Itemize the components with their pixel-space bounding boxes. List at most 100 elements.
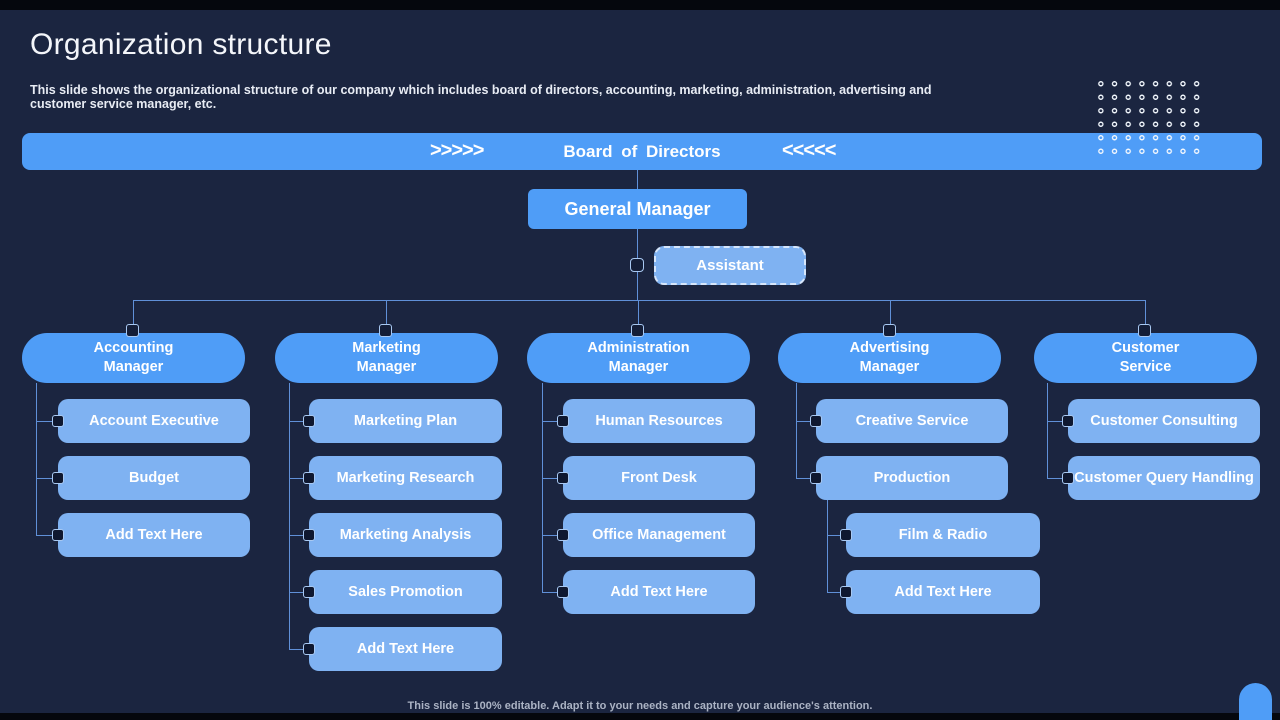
connector-square: [379, 324, 392, 337]
connector-stub-line: [36, 421, 58, 422]
connector-square: [840, 586, 852, 598]
node-marketing-analysis: Marketing Analysis: [309, 513, 502, 557]
branch-label-line1: Administration: [587, 339, 690, 356]
node-office-management: Office Management: [563, 513, 755, 557]
connector-stub-line: [542, 478, 563, 479]
connector-branch-line: [36, 383, 37, 535]
node-add-text-here: Add Text Here: [563, 570, 755, 614]
connector-square: [883, 324, 896, 337]
node-add-text-here: Add Text Here: [58, 513, 250, 557]
connector-square: [303, 472, 315, 484]
connector-stub-line: [1047, 478, 1068, 479]
branch-label-line2: Manager: [608, 359, 669, 375]
node-human-resources: Human Resources: [563, 399, 755, 443]
connector-drop-line: [638, 300, 639, 326]
chevrons-left-icon: <<<<<: [782, 139, 836, 162]
connector-square: [557, 529, 569, 541]
connector-square: [1138, 324, 1151, 337]
top-border-strip: [0, 0, 1280, 10]
node-assistant: Assistant: [654, 246, 806, 285]
connector-square: [303, 529, 315, 541]
connector-stub-line: [289, 421, 309, 422]
slide-footer-note: This slide is 100% editable. Adapt it to…: [407, 700, 873, 712]
connector-square: [810, 472, 822, 484]
slide-subtitle: This slide shows the organizational stru…: [30, 83, 932, 111]
connector-stub-line: [1047, 421, 1068, 422]
connector-branch-line: [796, 383, 797, 478]
connector-stub-line: [289, 535, 309, 536]
connector-branch-line: [827, 500, 828, 592]
node-customer-service: Customer Service: [1034, 333, 1257, 383]
connector-square: [810, 415, 822, 427]
connector-square: [840, 529, 852, 541]
node-marketing-plan: Marketing Plan: [309, 399, 502, 443]
branch-label-line2: Manager: [859, 359, 920, 375]
connector-trunk-line: [637, 170, 638, 300]
node-marketing-research: Marketing Research: [309, 456, 502, 500]
connector-stub-line: [542, 535, 563, 536]
bottom-border-strip: [0, 713, 1280, 720]
node-creative-service: Creative Service: [816, 399, 1008, 443]
connector-drop-line: [386, 300, 387, 326]
assistant-connector-square: [630, 258, 644, 272]
connector-stub-line: [542, 592, 563, 593]
connector-stub-line: [827, 592, 846, 593]
connector-square: [52, 472, 64, 484]
node-marketing-manager: Marketing Manager: [275, 333, 498, 383]
connector-stub-line: [36, 535, 58, 536]
connector-branch-line: [289, 383, 290, 649]
connector-branch-line: [1047, 383, 1048, 478]
node-customer-consulting: Customer Consulting: [1068, 399, 1260, 443]
connector-drop-line: [133, 300, 134, 326]
connector-drop-line: [890, 300, 891, 326]
node-account-executive: Account Executive: [58, 399, 250, 443]
connector-stub-line: [542, 421, 563, 422]
branch-label-line1: Advertising: [849, 339, 930, 356]
connector-stub-line: [796, 421, 816, 422]
node-sales-promotion: Sales Promotion: [309, 570, 502, 614]
node-production: Production: [816, 456, 1008, 500]
connector-square: [303, 586, 315, 598]
connector-square: [1062, 415, 1074, 427]
branch-label-line2: Manager: [103, 359, 164, 375]
connector-square: [52, 415, 64, 427]
chevrons-right-icon: >>>>>: [430, 139, 484, 162]
connector-horizontal-line: [133, 300, 1145, 301]
node-film-and-radio: Film & Radio: [846, 513, 1040, 557]
connector-square: [52, 529, 64, 541]
connector-square: [303, 643, 315, 655]
node-add-text-here: Add Text Here: [846, 570, 1040, 614]
node-administration-manager: Administration Manager: [527, 333, 750, 383]
connector-square: [557, 472, 569, 484]
node-accounting-manager: Accounting Manager: [22, 333, 245, 383]
connector-square: [126, 324, 139, 337]
board-of-directors-label: Board of Directors: [563, 141, 721, 161]
corner-accent-shape: [1239, 683, 1272, 720]
connector-drop-line: [1145, 300, 1146, 326]
node-advertising-manager: Advertising Manager: [778, 333, 1001, 383]
connector-branch-line: [542, 383, 543, 592]
node-add-text-here: Add Text Here: [309, 627, 502, 671]
node-front-desk: Front Desk: [563, 456, 755, 500]
dot-grid-decoration: [1094, 77, 1204, 158]
connector-stub-line: [827, 535, 846, 536]
connector-square: [557, 586, 569, 598]
connector-stub-line: [36, 478, 58, 479]
branch-label-line1: Customer: [1111, 339, 1180, 356]
node-budget: Budget: [58, 456, 250, 500]
connector-square: [557, 415, 569, 427]
branch-label-line2: Service: [1119, 359, 1172, 375]
branch-label-line2: Manager: [356, 359, 417, 375]
node-general-manager: General Manager: [528, 189, 747, 229]
connector-stub-line: [289, 478, 309, 479]
connector-square: [303, 415, 315, 427]
branch-label-line1: Marketing: [352, 339, 421, 356]
connector-stub-line: [796, 478, 816, 479]
node-board-of-directors: >>>>> Board of Directors <<<<<: [22, 133, 1262, 170]
connector-square: [631, 324, 644, 337]
node-customer-query-handling: Customer Query Handling: [1068, 456, 1260, 500]
connector-stub-line: [289, 649, 309, 650]
branch-label-line1: Accounting: [93, 339, 174, 356]
page-title: Organization structure: [30, 28, 332, 61]
